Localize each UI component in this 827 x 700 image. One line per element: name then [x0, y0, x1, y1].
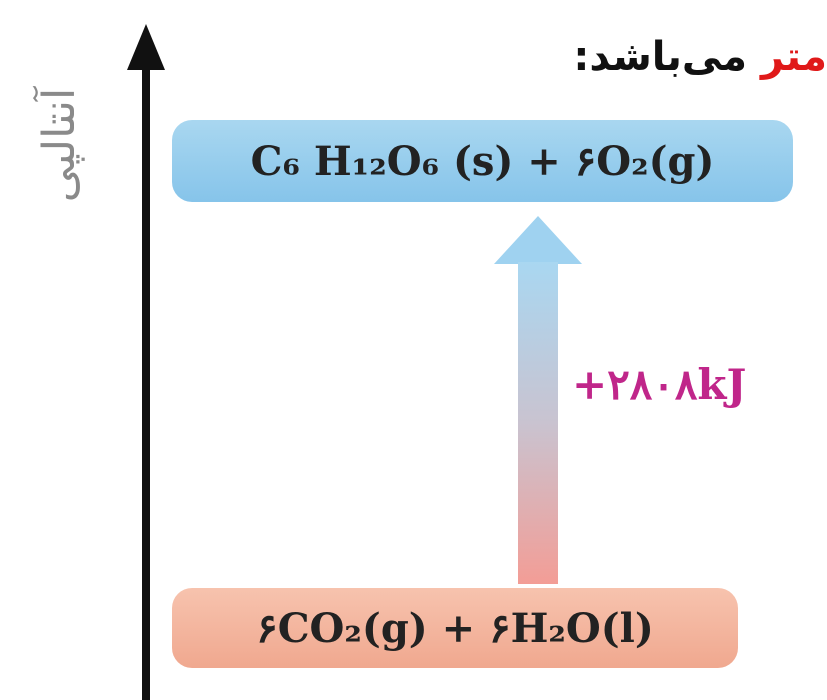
reactants-box: ۶CO₂(g) + ۶H₂O(l) [172, 588, 738, 668]
reactants-equation: ۶CO₂(g) + ۶H₂O(l) [256, 604, 654, 652]
heading-text: متر می‌باشد: [573, 34, 827, 80]
enthalpy-axis-label: آنتالپی [34, 87, 85, 203]
heading-highlight: متر [761, 34, 827, 80]
energy-arrow [518, 262, 558, 584]
enthalpy-change-label: +۲۸۰۸kJ [572, 360, 747, 409]
products-equation: C₆ H₁₂O₆ (s) + ۶O₂(g) [250, 137, 715, 185]
energy-arrow-head [494, 216, 582, 264]
products-box: C₆ H₁₂O₆ (s) + ۶O₂(g) [172, 120, 793, 202]
heading-rest: می‌باشد: [573, 34, 748, 80]
enthalpy-axis [142, 56, 150, 700]
